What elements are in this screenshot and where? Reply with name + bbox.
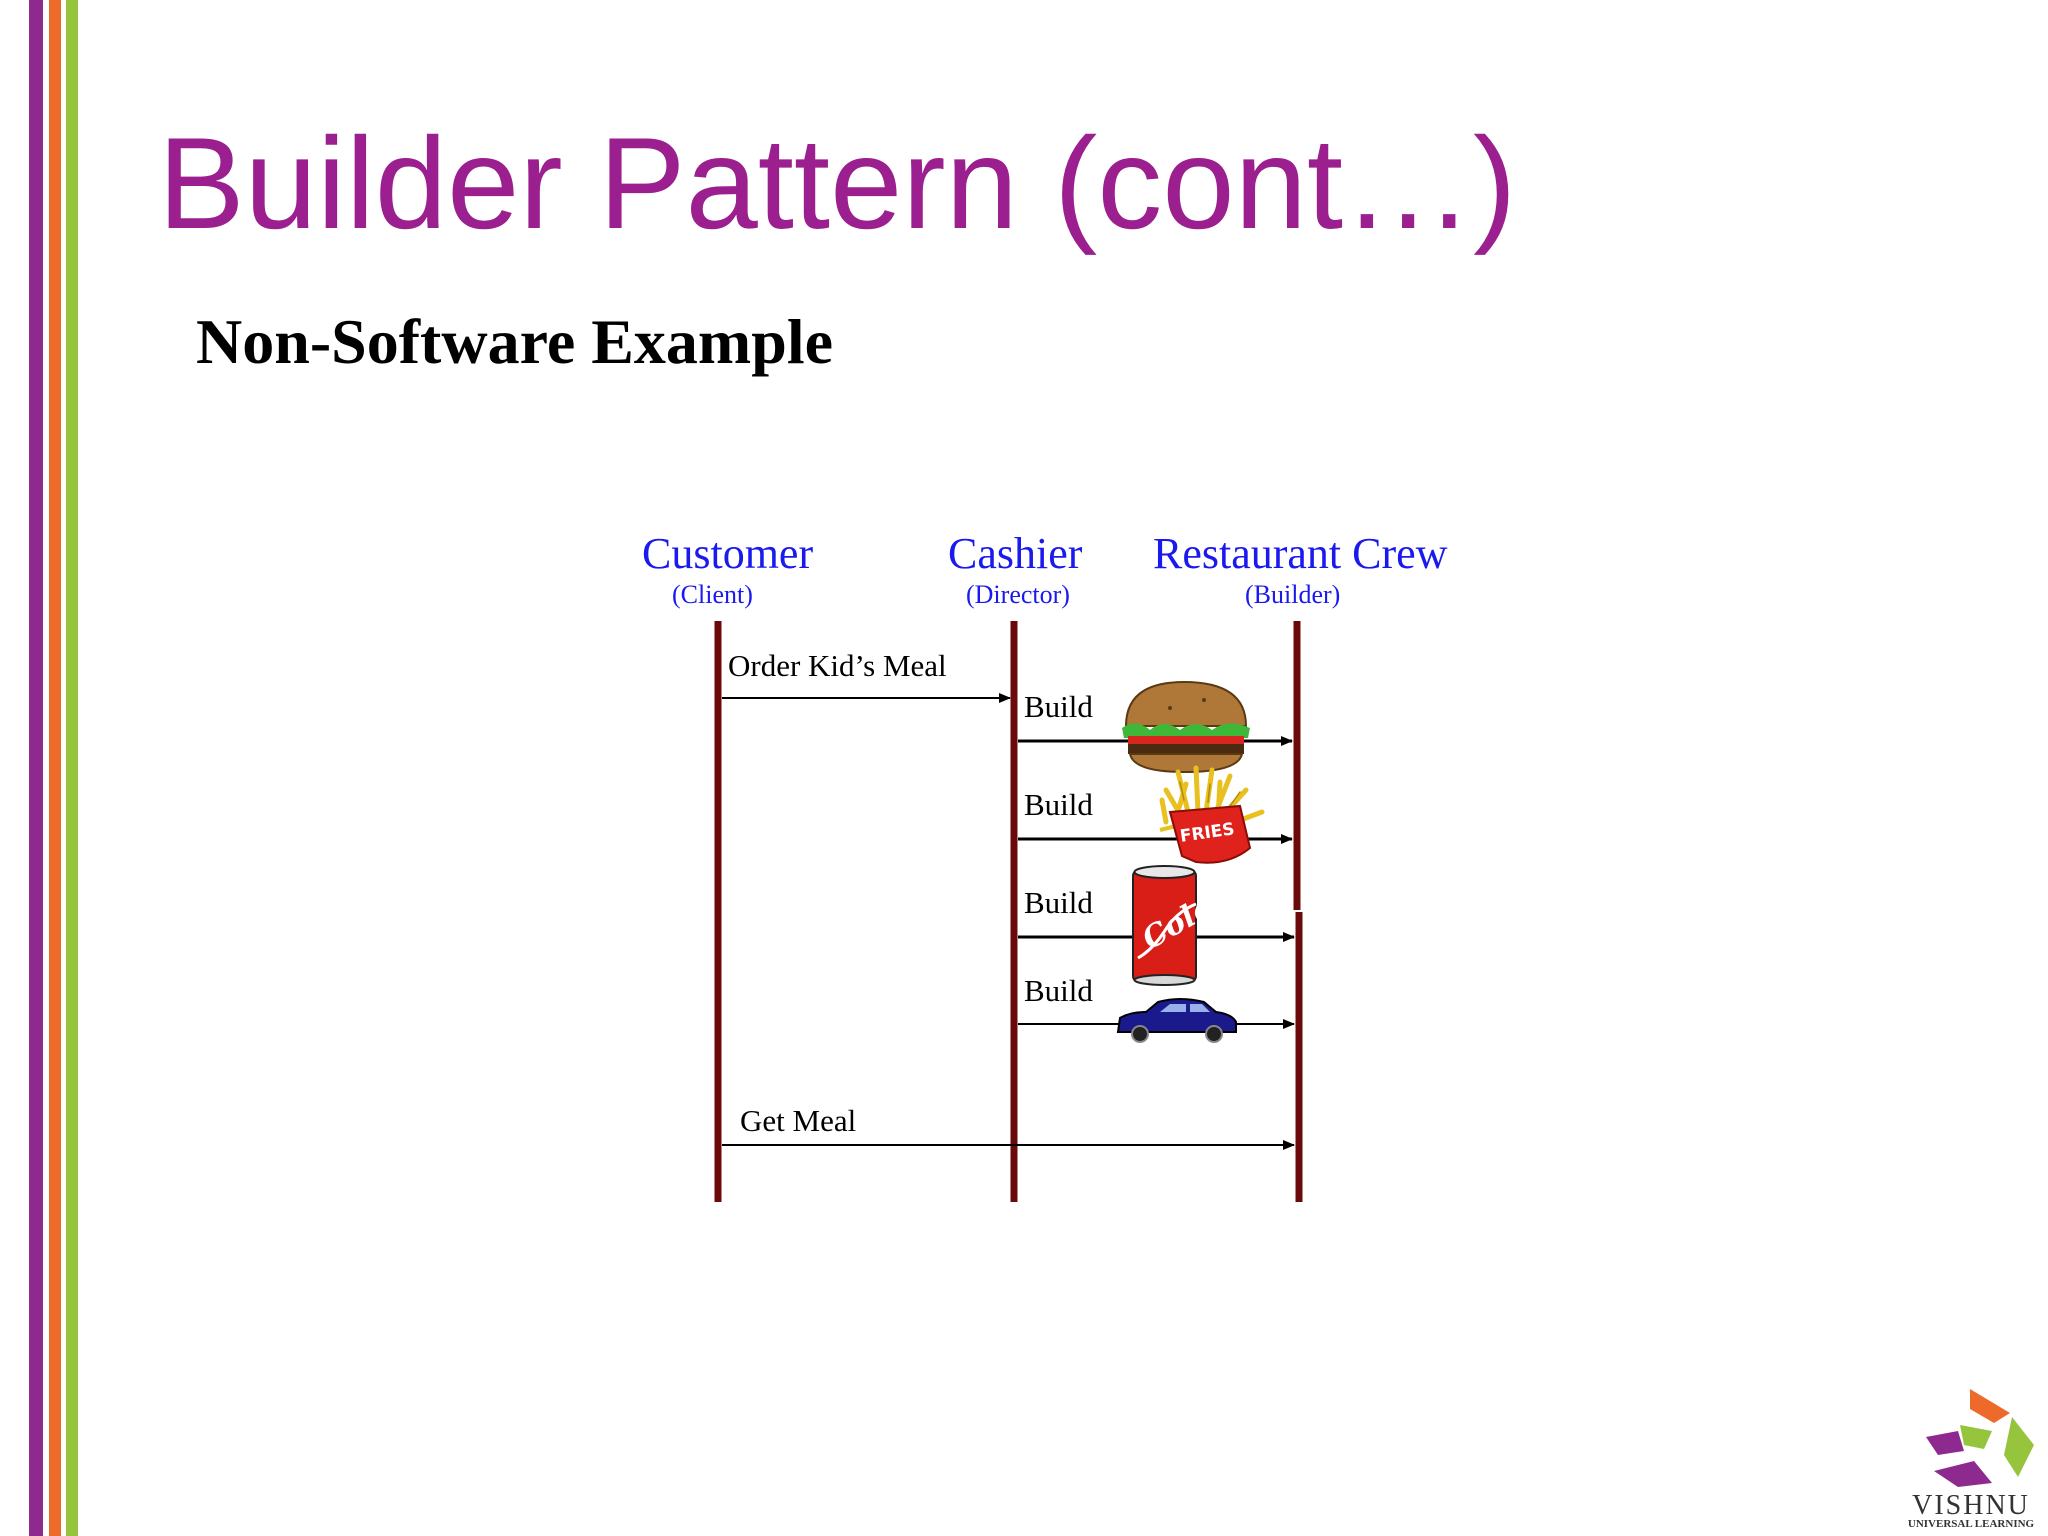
cola-can-icon: Cola — [1132, 865, 1219, 986]
slide-subtitle: Non-Software Example — [196, 306, 833, 377]
actor-restaurant-crew: Restaurant Crew (Builder) — [1153, 532, 1447, 608]
actor-name: Restaurant Crew — [1153, 529, 1448, 578]
actor-name: Customer — [642, 529, 814, 578]
fries-icon: FRIES — [1159, 765, 1265, 864]
actor-customer: Customer (Client) — [642, 532, 813, 608]
message-label-build-2: Build — [1024, 787, 1093, 822]
message-label-get-meal: Get Meal — [740, 1103, 856, 1138]
accent-stripe-purple — [29, 0, 43, 1536]
accent-stripe-orange — [49, 0, 61, 1536]
message-label-order: Order Kid’s Meal — [728, 648, 947, 683]
actor-cashier: Cashier (Director) — [948, 532, 1082, 608]
actor-role: (Director) — [966, 580, 1070, 609]
vishnu-logo-icon — [1926, 1389, 2034, 1487]
hamburger-icon — [1122, 680, 1250, 774]
actor-role: (Client) — [672, 580, 753, 609]
logo-tagline: UNIVERSAL LEARNING — [1907, 1518, 2035, 1530]
toy-car-icon — [1116, 998, 1237, 1043]
actor-role: (Builder) — [1245, 580, 1341, 609]
message-label-build-4: Build — [1024, 973, 1093, 1008]
accent-stripe-green — [66, 0, 78, 1536]
logo-name: VISHNU — [1912, 1490, 2030, 1521]
actor-name: Cashier — [948, 529, 1083, 578]
message-label-build-1: Build — [1024, 689, 1093, 724]
slide-title: Builder Pattern (cont…) — [158, 110, 1517, 256]
message-label-build-3: Build — [1024, 885, 1093, 920]
